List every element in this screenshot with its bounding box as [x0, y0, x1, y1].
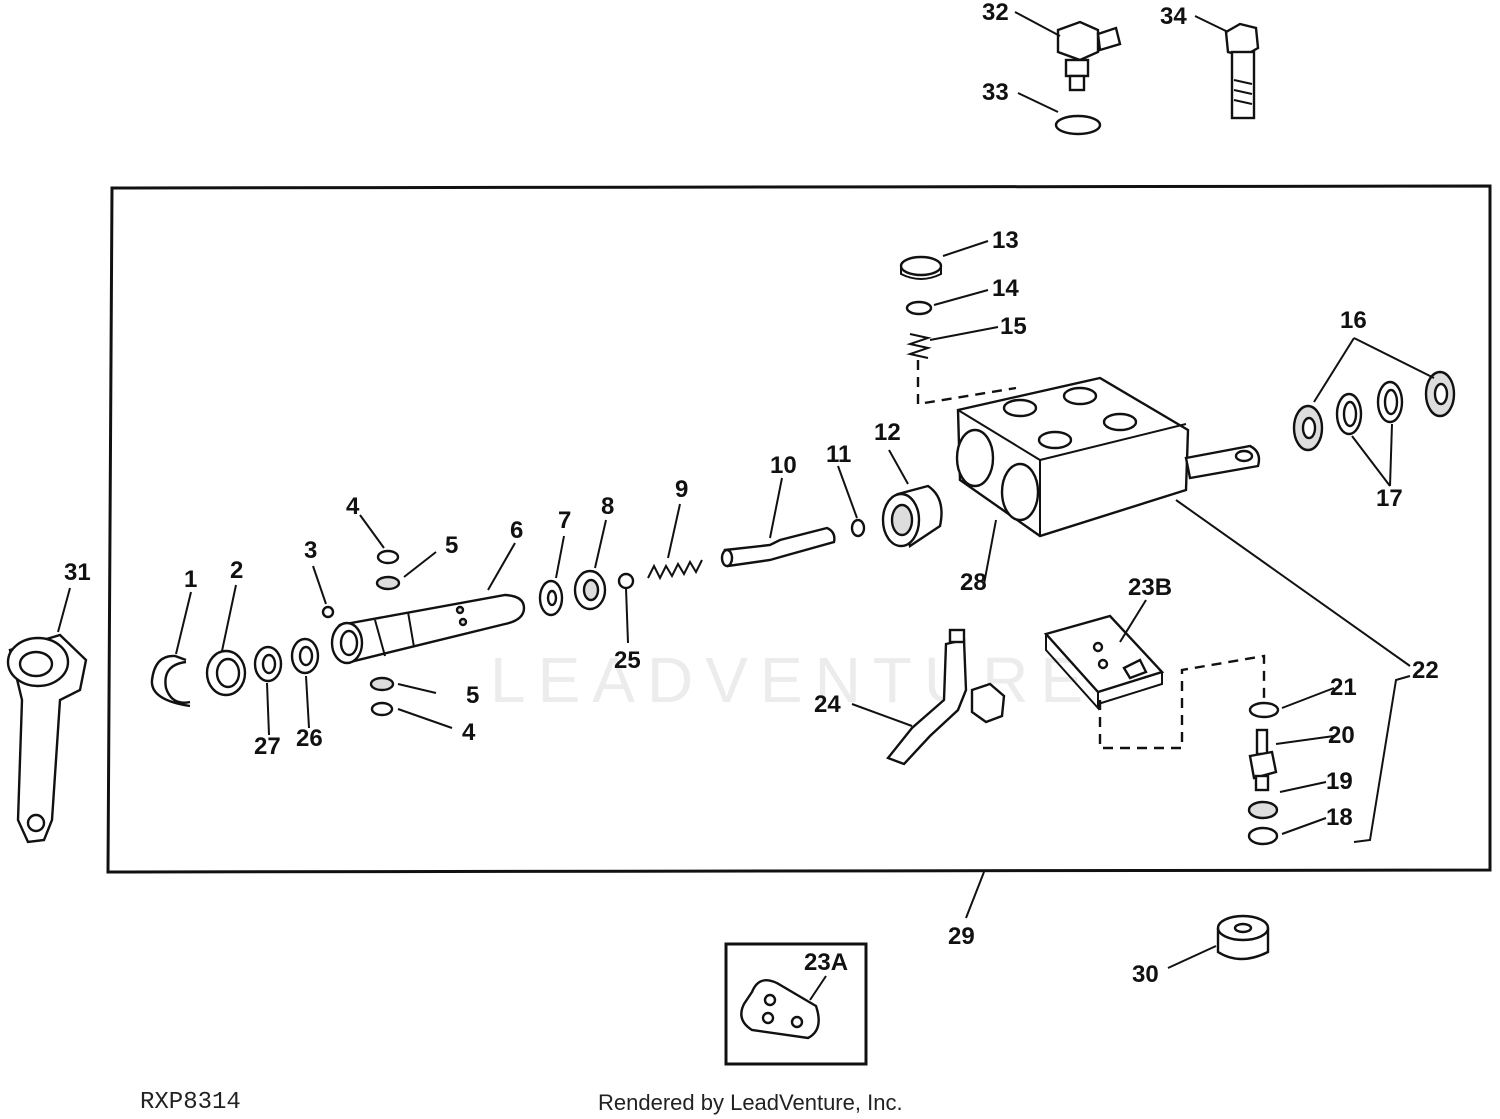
part-32-elbow-fitting[interactable] — [1056, 20, 1122, 92]
dashed-guide-23b — [1098, 654, 1266, 750]
part-10-plunger[interactable] — [720, 526, 836, 568]
part-4-washer-lower[interactable] — [370, 701, 394, 717]
part-24-drain-tube[interactable] — [886, 628, 1006, 766]
callout-6: 6 — [510, 517, 523, 544]
part-7-washer[interactable] — [538, 579, 564, 617]
part-3-ball[interactable] — [321, 605, 335, 619]
callout-4-upper: 4 — [346, 493, 360, 520]
callout-10: 10 — [770, 452, 797, 479]
part-2-snap-ring[interactable] — [205, 649, 247, 697]
part-25-ball[interactable] — [617, 572, 635, 590]
part-9-spring[interactable] — [647, 559, 703, 581]
part-33-o-ring[interactable] — [1054, 114, 1102, 136]
callout-2: 2 — [230, 557, 243, 584]
callout-24: 24 — [814, 691, 841, 718]
callout-30: 30 — [1132, 961, 1159, 988]
part-31-lever[interactable] — [6, 633, 88, 844]
callout-29: 29 — [948, 923, 975, 950]
callout-8: 8 — [601, 493, 614, 520]
callout-11: 11 — [826, 441, 851, 468]
callout-7: 7 — [558, 507, 571, 534]
callout-34: 34 — [1160, 3, 1187, 30]
render-credit: Rendered by LeadVenture, Inc. — [598, 1090, 903, 1115]
part-17-washer-left[interactable] — [1335, 392, 1363, 436]
callout-15: 15 — [1000, 313, 1027, 340]
part-27-washer[interactable] — [253, 645, 283, 683]
part-13-cap[interactable] — [899, 255, 943, 280]
callout-23b: 23B — [1128, 574, 1172, 601]
assembly-frame — [106, 184, 1492, 874]
callout-19: 19 — [1326, 768, 1353, 795]
callout-1: 1 — [184, 566, 197, 593]
callout-31: 31 — [64, 559, 91, 586]
part-30-bushing[interactable] — [1216, 914, 1270, 961]
callout-17: 17 — [1376, 485, 1403, 512]
part-21-washer[interactable] — [1248, 701, 1280, 719]
leader-lines — [57, 11, 1435, 1001]
part-23b-bracket[interactable] — [1043, 614, 1165, 711]
part-20-fitting[interactable] — [1248, 728, 1278, 792]
part-5-seal-lower[interactable] — [369, 676, 395, 692]
callout-32: 32 — [982, 0, 1009, 26]
callout-16: 16 — [1340, 307, 1367, 334]
part-11-ball[interactable] — [850, 518, 866, 538]
callout-3: 3 — [304, 537, 317, 564]
part-26-washer[interactable] — [290, 637, 320, 675]
part-15-spring[interactable] — [906, 333, 932, 359]
callout-22: 22 — [1412, 657, 1439, 684]
callout-labels: 32 33 34 31 1 2 27 26 3 4 5 5 4 6 7 8 25… — [64, 0, 1439, 988]
callout-21: 21 — [1330, 674, 1357, 701]
callout-13: 13 — [992, 227, 1019, 254]
callout-9: 9 — [675, 476, 688, 503]
part-12-plug[interactable] — [881, 484, 943, 548]
part-6-spool[interactable] — [330, 593, 526, 665]
part-23a-plate[interactable] — [740, 979, 820, 1040]
callout-28: 28 — [960, 569, 987, 596]
part-4-washer-upper[interactable] — [376, 549, 400, 565]
inset-box-23a — [724, 942, 868, 1066]
callout-5-upper: 5 — [445, 532, 458, 559]
callout-23a: 23A — [804, 949, 848, 976]
part-14-ring[interactable] — [905, 300, 933, 316]
part-17-washer-right[interactable] — [1376, 380, 1404, 424]
callout-4-lower: 4 — [462, 719, 476, 746]
part-5-seal-upper[interactable] — [375, 575, 401, 591]
part-19-washer[interactable] — [1247, 800, 1279, 820]
part-34-bolt[interactable] — [1224, 22, 1260, 120]
callout-20: 20 — [1328, 722, 1355, 749]
part-28-valve-body[interactable] — [955, 376, 1261, 538]
part-16-seal-left[interactable] — [1292, 404, 1324, 452]
callout-12: 12 — [874, 419, 901, 446]
dashed-guide-15 — [916, 360, 1017, 406]
part-18-ring[interactable] — [1247, 826, 1279, 846]
part-1-snap-ring[interactable] — [150, 654, 191, 708]
callout-18: 18 — [1326, 804, 1353, 831]
callout-25: 25 — [614, 647, 641, 674]
part-8-seal[interactable] — [573, 569, 607, 611]
part-16-seal-right[interactable] — [1424, 370, 1456, 418]
callout-26: 26 — [296, 725, 323, 752]
callout-33: 33 — [982, 79, 1009, 106]
figure-reference: RXP8314 — [140, 1089, 241, 1116]
callout-14: 14 — [992, 275, 1019, 302]
callout-27: 27 — [254, 733, 281, 760]
callout-5-lower: 5 — [466, 682, 479, 709]
